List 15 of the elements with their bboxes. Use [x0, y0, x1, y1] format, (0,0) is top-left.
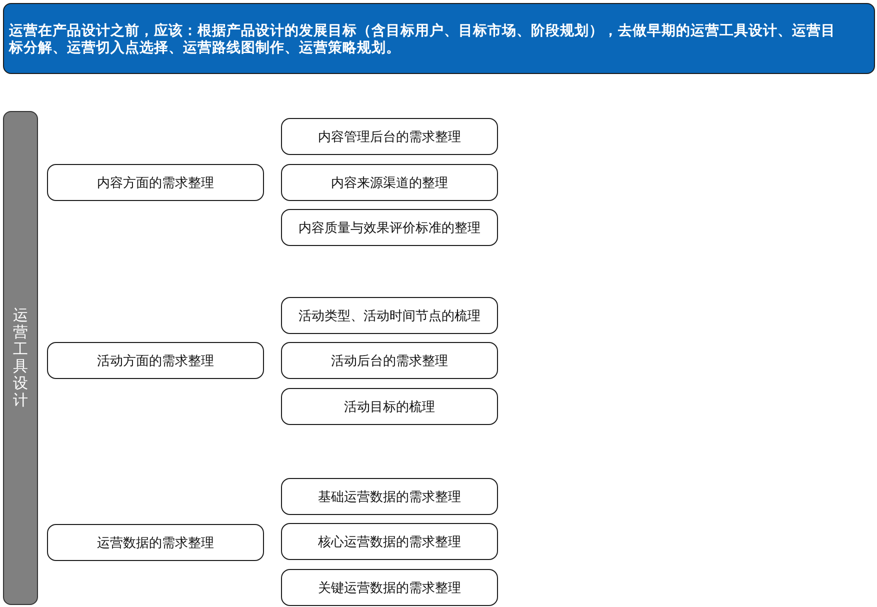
- header-banner: 运营在产品设计之前，应该：根据产品设计的发展目标（含目标用户、目标市场、阶段规划），去做早期的运营工具设计、运营目标分解、运营切入点选择、运营路线图制作、运营策略规划。: [3, 3, 875, 74]
- task-box: 内容质量与效果评价标准的整理: [281, 209, 498, 246]
- task-box: 内容管理后台的需求整理: [281, 118, 498, 155]
- task-box: 内容来源渠道的整理: [281, 164, 498, 201]
- task-box: 核心运营数据的需求整理: [281, 523, 498, 560]
- side-band: [3, 111, 38, 605]
- category-box: 内容方面的需求整理: [47, 164, 264, 201]
- task-box: 基础运营数据的需求整理: [281, 478, 498, 515]
- band-label: 运营工具设计: [12, 307, 28, 409]
- task-box: 关键运营数据的需求整理: [281, 569, 498, 606]
- category-box: 运营数据的需求整理: [47, 524, 264, 561]
- task-box: 活动目标的梳理: [281, 388, 498, 425]
- task-box: 活动类型、活动时间节点的梳理: [281, 297, 498, 334]
- task-box: 活动后台的需求整理: [281, 342, 498, 379]
- category-box: 活动方面的需求整理: [47, 342, 264, 379]
